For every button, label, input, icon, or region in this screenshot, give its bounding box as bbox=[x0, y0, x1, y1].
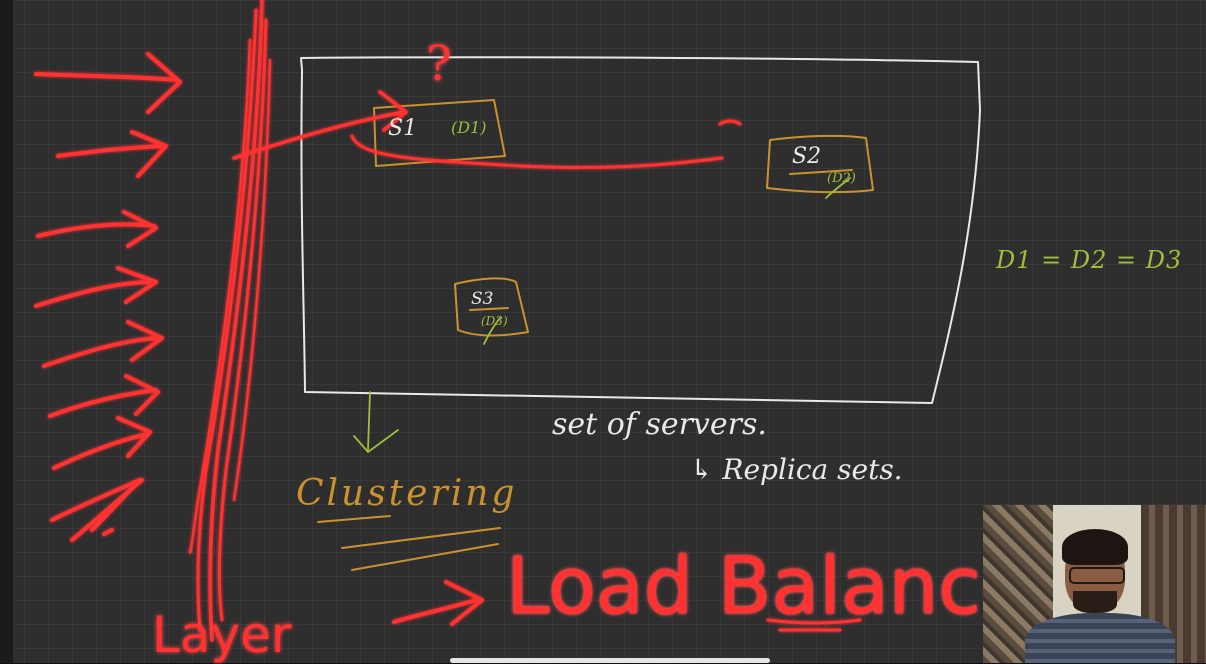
db-label-d2: (D2) bbox=[827, 171, 856, 186]
presenter-beard bbox=[1073, 591, 1117, 613]
equality-note: D1 = D2 = D3 bbox=[996, 246, 1183, 274]
db-label-d3: (D3) bbox=[481, 314, 508, 328]
layer-vertical-strokes bbox=[188, 0, 272, 642]
load-balancer-underline bbox=[766, 618, 862, 632]
server-label-s1: S1 bbox=[388, 116, 418, 141]
route-arrow-to-s1 bbox=[232, 90, 408, 160]
clustering-label: Clustering bbox=[296, 473, 518, 514]
incoming-request-arrows bbox=[34, 52, 182, 542]
webcam-overlay bbox=[983, 505, 1206, 663]
return-curve bbox=[350, 119, 742, 170]
d3-pointer-arrow bbox=[483, 317, 501, 345]
presenter-shirt bbox=[1025, 613, 1175, 663]
server-box-s3 bbox=[454, 277, 529, 337]
layer-label: Layer bbox=[152, 606, 292, 664]
clustering-underline-2 bbox=[341, 527, 501, 549]
cluster-boundary-box bbox=[300, 56, 981, 404]
presenter-glasses bbox=[1069, 567, 1125, 584]
clustering-underline-1 bbox=[317, 515, 391, 523]
clustering-underline-3 bbox=[351, 543, 499, 571]
presenter-hair bbox=[1062, 529, 1128, 565]
server-label-s2: S2 bbox=[792, 144, 822, 169]
set-of-servers-note: set of servers. bbox=[552, 407, 767, 442]
arrow-to-load-balancer bbox=[392, 580, 484, 626]
replica-sets-note: ↳ Replica sets. bbox=[690, 453, 903, 486]
down-arrow-to-clustering bbox=[353, 391, 399, 453]
server-label-s3: S3 bbox=[471, 289, 494, 309]
s2-db-underline bbox=[789, 169, 853, 175]
left-margin bbox=[0, 0, 13, 663]
server-box-s2 bbox=[766, 134, 874, 194]
s3-db-underline bbox=[469, 307, 509, 311]
d2-pointer-arrow bbox=[825, 177, 851, 199]
server-box-s1 bbox=[373, 99, 506, 167]
load-balancer-label: Load Balancer bbox=[506, 542, 1062, 632]
horizontal-scrollbar-handle[interactable] bbox=[450, 658, 770, 663]
question-mark: ? bbox=[426, 36, 452, 92]
red-ink-layer bbox=[34, 0, 862, 642]
db-label-d1: (D1) bbox=[451, 118, 487, 137]
